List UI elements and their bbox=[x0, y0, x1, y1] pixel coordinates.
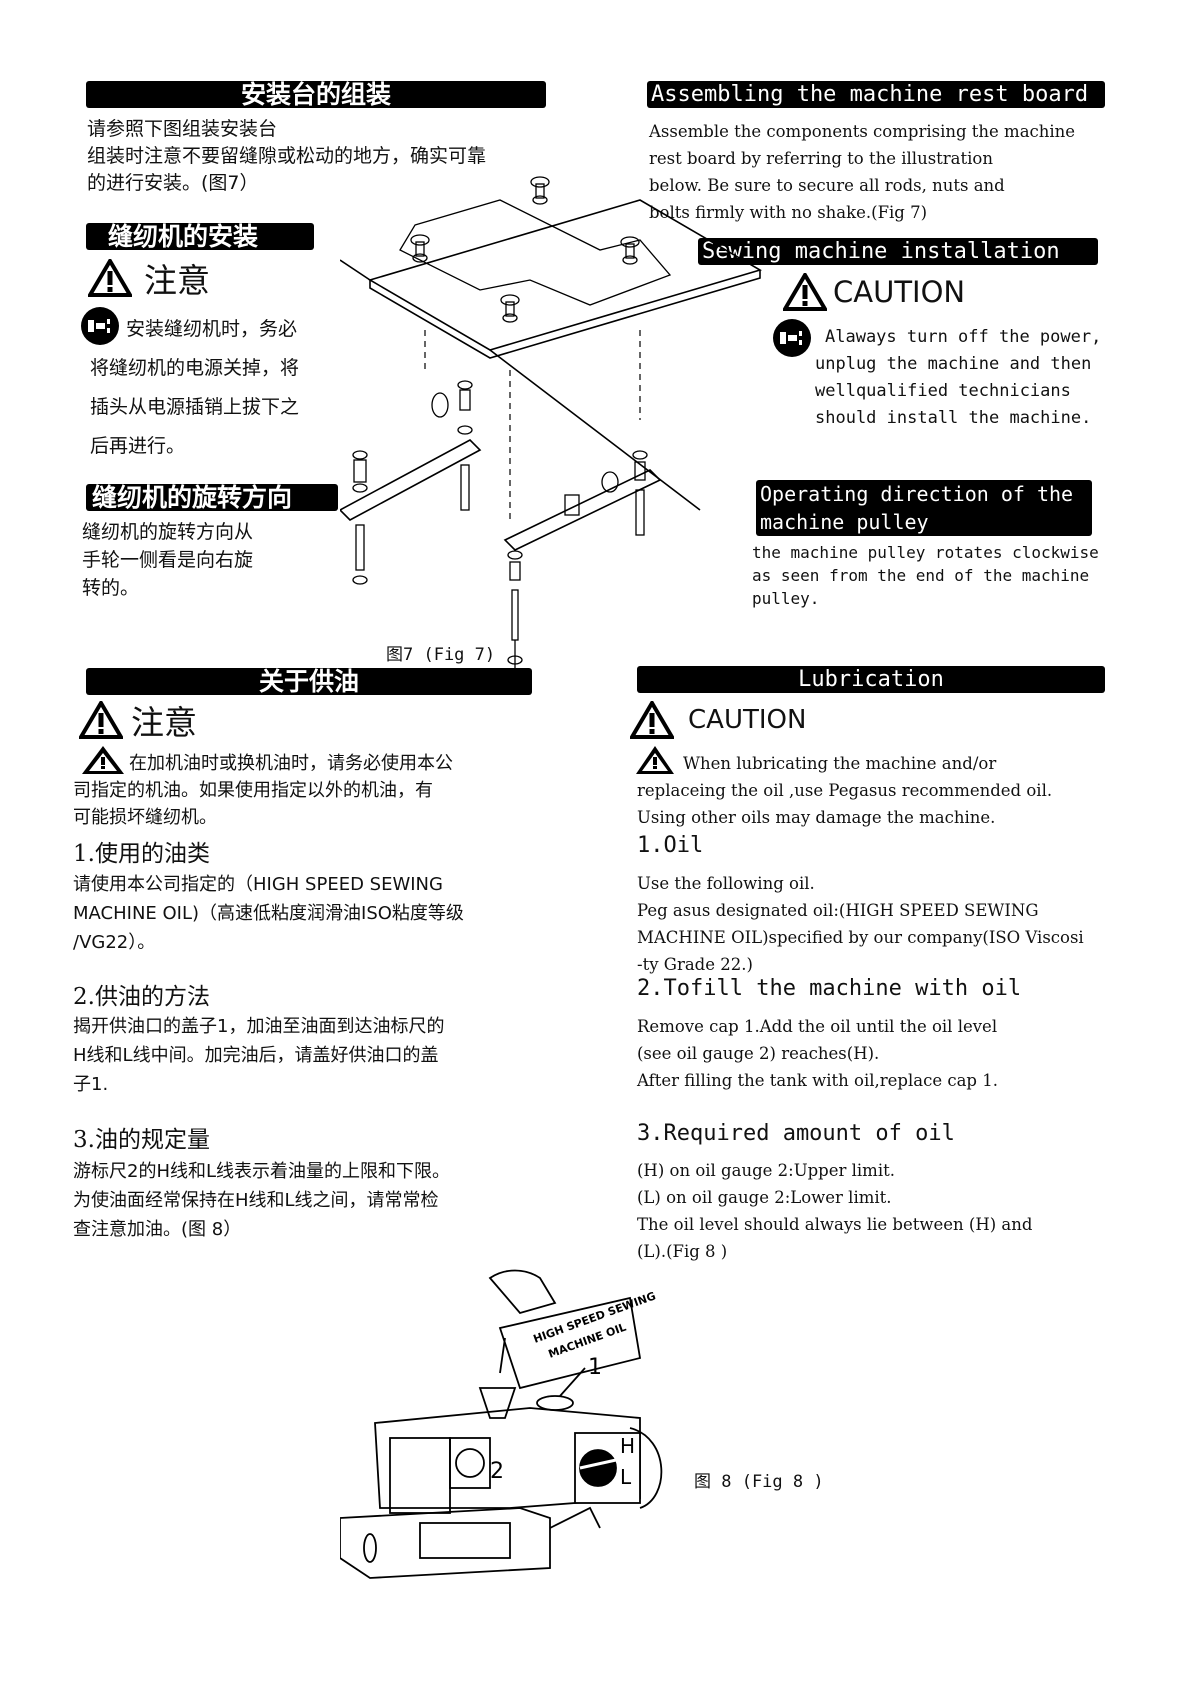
rest-board-text-cn: 请参照下图组装安装台 组装时注意不要留缝隙或松动的地方，确实可靠 的进行安装。(… bbox=[87, 118, 487, 194]
fig8-oiling-illustration: HIGH SPEED SEWING MACHINE OIL 1 2 H L bbox=[340, 1269, 663, 1579]
oil-fill-heading-cn: 2.供油的方法 bbox=[73, 984, 210, 1010]
direction-text-en: the machine pulley rotates clockwise as … bbox=[752, 543, 1099, 608]
warning-triangle-icon bbox=[634, 744, 676, 780]
callout-1-label: 1 bbox=[588, 1355, 602, 1380]
rest-board-text-en: Assemble the components comprising the m… bbox=[649, 122, 1076, 222]
warning-triangle-icon bbox=[79, 701, 123, 739]
oil-amount-heading-cn: 3.油的规定量 bbox=[73, 1127, 210, 1153]
lubrication-title-cn: 关于供油 bbox=[86, 668, 532, 695]
oil-fill-heading-en: 2.Tofill the machine with oil bbox=[637, 976, 1022, 1001]
rest-board-title-cn: 安装台的组装 bbox=[86, 81, 546, 108]
fig7-rest-board-diagram bbox=[340, 176, 763, 680]
direction-title-en: Operating direction of the machine pulle… bbox=[756, 480, 1092, 536]
fig7-caption: 图7 (Fig 7) bbox=[386, 645, 496, 665]
fig8-caption: 图 8 (Fig 8 ) bbox=[694, 1472, 824, 1492]
warning-triangle-icon bbox=[88, 259, 132, 297]
oil-fill-text-cn: 揭开供油口的盖子1，加油至油面到达油标尺的 H线和L线中间。加完油后，请盖好供油… bbox=[73, 1016, 445, 1095]
oil-amount-heading-en: 3.Required amount of oil bbox=[637, 1121, 955, 1146]
caution-heading-cn: 注意 bbox=[88, 258, 210, 300]
lubrication-warning-cn: 在加机油时或换机油时，请务必使用本公 司指定的机油。如果使用指定以外的机油，有 … bbox=[73, 753, 453, 828]
callout-2-label: 2 bbox=[490, 1459, 504, 1484]
unplug-power-icon bbox=[772, 318, 812, 362]
oil-fill-text-en: Remove cap 1.Add the oil until the oil l… bbox=[637, 1017, 998, 1090]
lubrication-caution-heading-cn: 注意 bbox=[79, 698, 197, 742]
lubrication-title-en: Lubrication bbox=[637, 666, 1105, 693]
install-text-en: Alaways turn off the power, unplug the m… bbox=[815, 327, 1102, 428]
install-title-cn: 缝纫机的安装 bbox=[86, 223, 314, 250]
unplug-power-icon bbox=[80, 306, 120, 350]
caution-heading-en: CAUTION bbox=[783, 271, 965, 313]
gauge-h-label: H bbox=[620, 1434, 635, 1458]
direction-text-cn: 缝纫机的旋转方向从 手轮一侧看是向右旋 转的。 bbox=[82, 521, 254, 599]
oil-type-heading-cn: 1.使用的油类 bbox=[73, 841, 210, 867]
direction-title-cn: 缝纫机的旋转方向 bbox=[86, 484, 338, 511]
warning-triangle-icon bbox=[783, 273, 827, 311]
oil-type-text-en: Use the following oil. Peg asus designat… bbox=[637, 874, 1084, 974]
install-title-en: Sewing machine installation bbox=[698, 238, 1098, 265]
lubrication-warning-en: When lubricating the machine and/or repl… bbox=[637, 754, 1053, 827]
lubrication-caution-heading-en: CAUTION bbox=[630, 698, 806, 742]
oil-amount-text-cn: 游标尺2的H线和L线表示着油量的上限和下限。 为使油面经常保持在H线和L线之间，… bbox=[73, 1161, 451, 1240]
oil-type-heading-en: 1.Oil bbox=[637, 833, 704, 858]
warning-triangle-icon bbox=[630, 701, 674, 739]
warning-triangle-icon bbox=[80, 744, 126, 780]
install-text-cn: 安装缝纫机时，务必 将缝纫机的电源关掉，将 插头从电源插销上拔下之 后再进行。 bbox=[90, 318, 300, 457]
rest-board-title-en: Assembling the machine rest board bbox=[647, 81, 1105, 108]
oil-amount-text-en: (H) on oil gauge 2:Upper limit. (L) on o… bbox=[637, 1161, 1033, 1261]
oil-type-text-cn: 请使用本公司指定的（HIGH SPEED SEWING MACHINE OIL)… bbox=[73, 874, 464, 953]
gauge-l-label: L bbox=[620, 1465, 632, 1489]
